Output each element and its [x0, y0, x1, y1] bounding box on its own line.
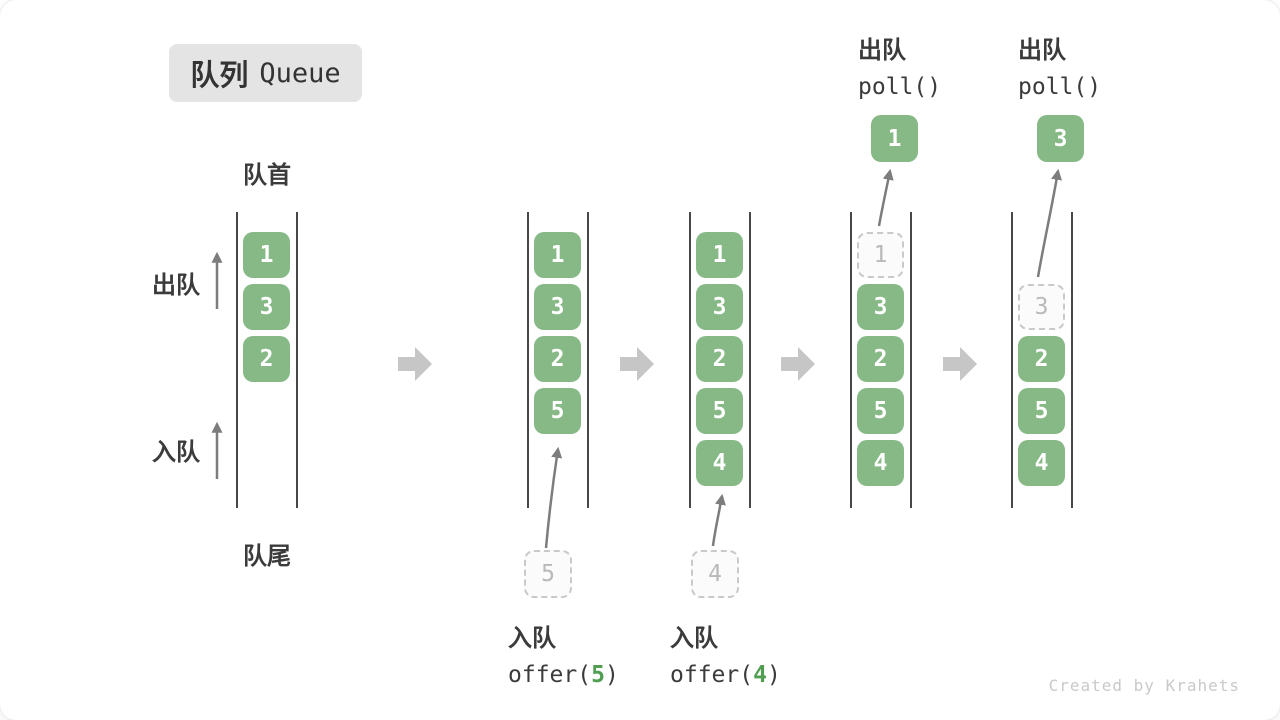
queue-wall-right	[587, 212, 589, 508]
queue-wall-left	[850, 212, 852, 508]
operation-label-offer-4: 入队 offer(4)	[670, 618, 781, 688]
queue-cell: 4	[696, 440, 743, 486]
step-arrow-icon	[398, 347, 432, 381]
queue-wall-left	[689, 212, 691, 508]
queue-cell: 2	[1018, 336, 1065, 382]
queue-cell: 1	[243, 232, 290, 278]
queue-state-4: 1 3 2 5 4	[850, 212, 912, 508]
queue-state-2: 1 3 2 5	[527, 212, 589, 508]
queue-state-5: 3 2 5 4	[1011, 212, 1073, 508]
title-badge: 队列 Queue	[169, 44, 362, 102]
queue-cell: 5	[1018, 388, 1065, 434]
operation-name: 出队	[858, 37, 906, 64]
queue-wall-left	[527, 212, 529, 508]
title-english: Queue	[259, 57, 341, 89]
operation-label-poll-3: 出队 poll()	[1018, 30, 1101, 100]
queue-cell: 2	[696, 336, 743, 382]
queue-wall-right	[749, 212, 751, 508]
operation-label-offer-5: 入队 offer(5)	[508, 618, 619, 688]
queue-cell: 3	[696, 284, 743, 330]
queue-cell: 3	[857, 284, 904, 330]
queue-front-label: 队首	[243, 162, 291, 189]
code-argument: 5	[591, 662, 605, 688]
code-argument: 4	[753, 662, 767, 688]
queue-wall-left	[1011, 212, 1013, 508]
operation-code: poll()	[1018, 74, 1102, 100]
queue-wall-right	[296, 212, 298, 508]
operation-name: 出队	[1018, 37, 1066, 64]
queue-state-3: 1 3 2 5 4	[689, 212, 751, 508]
step-arrow-icon	[943, 347, 977, 381]
step-arrow-icon	[620, 347, 654, 381]
code-suffix: )	[604, 662, 619, 688]
operation-name: 入队	[508, 625, 556, 652]
queue-wall-right	[910, 212, 912, 508]
queue-cell: 1	[696, 232, 743, 278]
title-chinese: 队列	[190, 60, 249, 92]
enqueue-side-label: 入队	[152, 439, 200, 466]
queue-cell: 4	[1018, 440, 1065, 486]
queue-cell: 4	[857, 440, 904, 486]
code-prefix: offer(	[508, 662, 592, 688]
queue-cell: 2	[243, 336, 290, 382]
queue-cell: 2	[534, 336, 581, 382]
queue-cell: 5	[857, 388, 904, 434]
watermark: Created by Krahets	[1048, 676, 1240, 695]
operation-name: 入队	[670, 625, 718, 652]
queue-cell: 3	[243, 284, 290, 330]
queue-cell: 1	[534, 232, 581, 278]
queue-wall-right	[1071, 212, 1073, 508]
queue-wall-left	[236, 212, 238, 508]
incoming-cell: 4	[691, 550, 739, 598]
queue-rear-label: 队尾	[243, 543, 291, 570]
operation-code: offer(4)	[670, 662, 781, 688]
queue-ghost-cell: 1	[857, 232, 904, 278]
queue-cell: 3	[534, 284, 581, 330]
code-prefix: offer(	[670, 662, 754, 688]
code-suffix: )	[766, 662, 781, 688]
queue-cell: 5	[696, 388, 743, 434]
queue-cell: 5	[534, 388, 581, 434]
dequeue-side-label: 出队	[152, 272, 200, 299]
queue-ghost-cell: 3	[1018, 284, 1065, 330]
queue-state-1: 1 3 2	[236, 212, 298, 508]
polled-cell: 3	[1037, 115, 1084, 162]
operation-code: poll()	[858, 74, 942, 100]
polled-cell: 1	[871, 115, 918, 162]
queue-cell: 2	[857, 336, 904, 382]
incoming-cell: 5	[524, 550, 572, 598]
step-arrow-icon	[781, 347, 815, 381]
operation-label-poll-1: 出队 poll()	[858, 30, 941, 100]
operation-code: offer(5)	[508, 662, 619, 688]
